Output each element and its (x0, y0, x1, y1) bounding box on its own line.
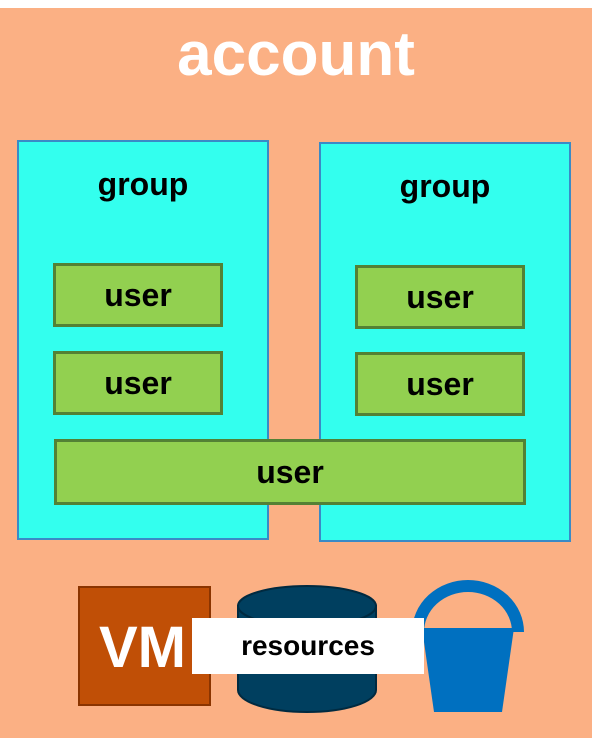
vm-label: VM (99, 615, 186, 680)
shared-user-box: user (54, 439, 526, 505)
bucket-icon (412, 580, 524, 712)
vm-icon: VM (78, 586, 211, 706)
user-box-group1-1: user (53, 263, 223, 327)
account-title: account (177, 20, 415, 89)
resources-label: resources (192, 618, 424, 674)
group-label-1: group (97, 166, 189, 202)
user-box-group2-1: user (355, 265, 525, 329)
user-box-group1-2: user (53, 351, 223, 415)
group-label-2: group (399, 168, 491, 204)
user-box-group2-2: user (355, 352, 525, 416)
